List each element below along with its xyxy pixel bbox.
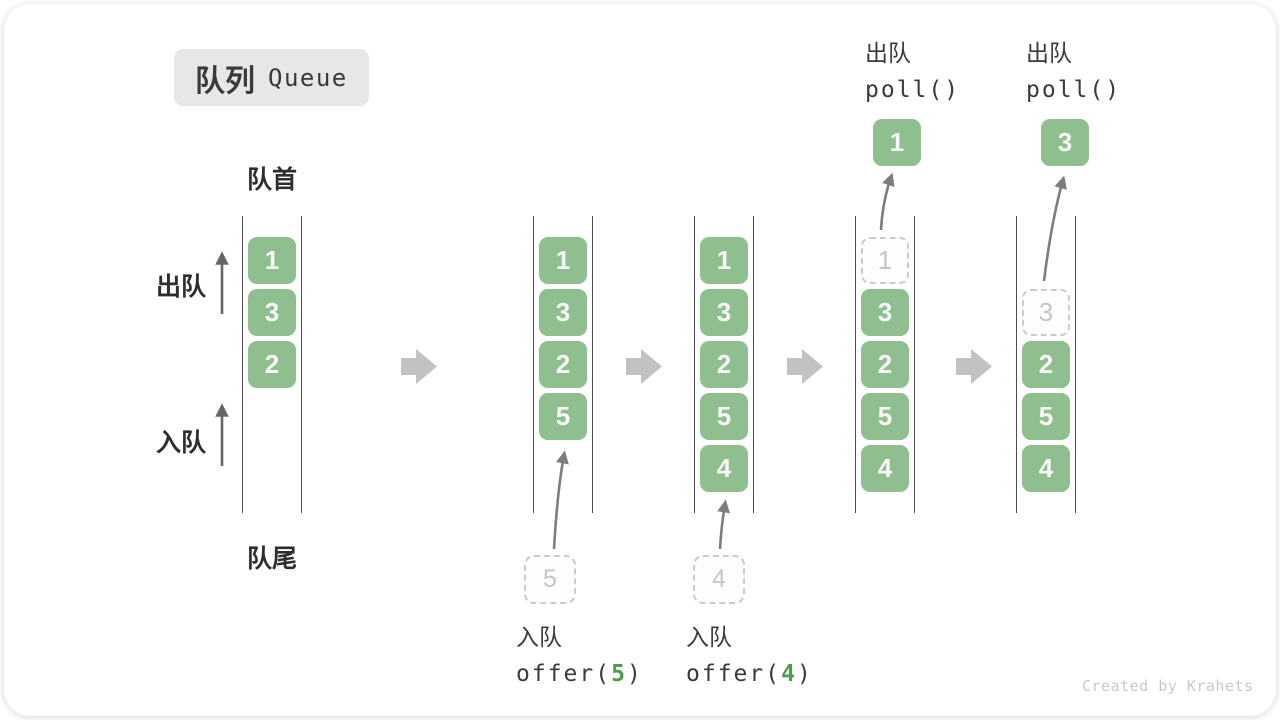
enqueue-op-5-code: offer(5) [516, 661, 643, 687]
queue-4-ghost-slot: 1 [861, 237, 909, 284]
code-pre: offer( [516, 661, 612, 687]
queue-2-element: 5 [539, 393, 587, 440]
queue-3-element: 3 [700, 289, 748, 336]
code-post: ) [796, 661, 813, 687]
queue-2-element: 1 [539, 237, 587, 284]
enqueue-op-5-label: 入队 [516, 624, 562, 650]
code-post: ) [626, 661, 643, 687]
dequeue-op-1-label: 出队 [865, 40, 911, 66]
title-zh: 队列 [195, 64, 255, 98]
queue-1-element: 1 [248, 237, 296, 284]
queue-4-element: 2 [861, 341, 909, 388]
dequeued-value-1: 1 [873, 119, 921, 166]
code-arg: 5 [611, 661, 627, 687]
queue-2-element: 2 [539, 341, 587, 388]
label-queue-rear: 队尾 [246, 545, 298, 573]
title-en: Queue [268, 63, 348, 92]
queue-5-element: 2 [1022, 341, 1070, 388]
queue-state-1: 1 3 2 [242, 216, 302, 513]
queue-1-element: 2 [248, 341, 296, 388]
code-arg: 4 [781, 661, 797, 687]
enqueue-ghost-box-5: 5 [524, 555, 576, 604]
dequeued-value-3: 3 [1041, 119, 1089, 166]
queue-5-element: 4 [1022, 445, 1070, 492]
dequeue-op-2-label: 出队 [1026, 40, 1072, 66]
queue-state-5: 3 2 5 4 [1016, 216, 1076, 513]
dequeue-op-1: 出队 poll() [865, 34, 960, 103]
queue-3-element: 1 [700, 237, 748, 284]
diagram-card: 队列 Queue 队首 队尾 出队 入队 1 3 2 1 3 2 5 1 3 2 5 4 1 3 2 5 4 3 2… [4, 4, 1276, 716]
queue-1-element: 3 [248, 289, 296, 336]
enqueue-op-4-code: offer(4) [686, 661, 813, 687]
code-pre: offer( [686, 661, 782, 687]
queue-3-element: 4 [700, 445, 748, 492]
flow-arrow-1 [401, 349, 437, 384]
queue-state-2: 1 3 2 5 [533, 216, 593, 513]
enqueue-op-4-label: 入队 [686, 624, 732, 650]
title-chip: 队列 Queue [174, 49, 369, 106]
watermark: Created by Krahets [1082, 677, 1254, 695]
queue-3-element: 5 [700, 393, 748, 440]
flow-arrow-4 [956, 349, 992, 384]
dequeue-op-2: 出队 poll() [1026, 34, 1121, 103]
queue-4-element: 4 [861, 445, 909, 492]
queue-state-3: 1 3 2 5 4 [694, 216, 754, 513]
queue-2-element: 3 [539, 289, 587, 336]
label-queue-front: 队首 [246, 166, 298, 194]
dequeue-op-1-code: poll() [865, 77, 961, 103]
label-dequeue-side: 出队 [156, 273, 207, 301]
queue-4-element: 3 [861, 289, 909, 336]
enqueue-op-5: 入队 offer(5) [516, 618, 643, 687]
queue-5-element: 5 [1022, 393, 1070, 440]
flow-arrow-3 [787, 349, 823, 384]
flow-arrow-2 [626, 349, 662, 384]
dequeue-op-2-code: poll() [1026, 77, 1122, 103]
queue-5-ghost-slot: 3 [1022, 289, 1070, 336]
enqueue-ghost-box-4: 4 [693, 555, 745, 604]
arrows-overlay [215, 172, 1067, 550]
enqueue-op-4: 入队 offer(4) [686, 618, 813, 687]
queue-state-4: 1 3 2 5 4 [855, 216, 915, 513]
queue-3-element: 2 [700, 341, 748, 388]
label-enqueue-side: 入队 [156, 429, 207, 457]
queue-4-element: 5 [861, 393, 909, 440]
